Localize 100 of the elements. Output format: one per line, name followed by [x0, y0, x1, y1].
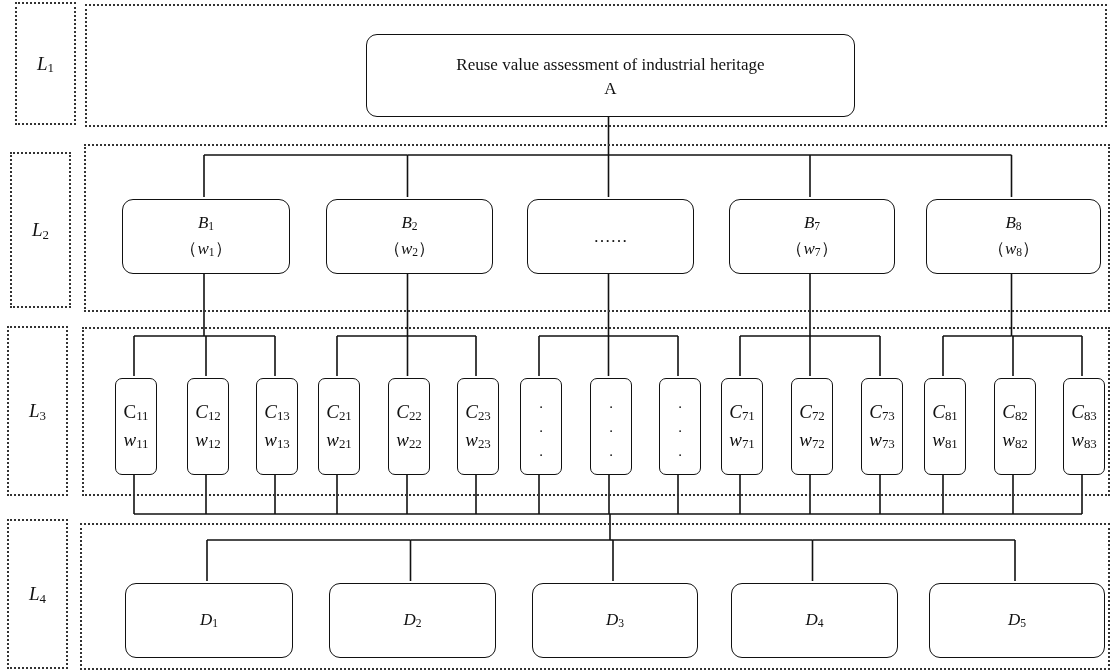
sub-criterion-text: C$_{72}$	[799, 399, 825, 426]
connector-line	[612, 539, 814, 541]
sub-criterion-text: w$_{82}$	[1002, 427, 1028, 454]
connector-line	[809, 335, 811, 377]
sub-criterion-text: w$_{72}$	[799, 427, 825, 454]
connector-line	[612, 539, 614, 582]
ellipsis-dots: . . .	[608, 393, 614, 461]
connector-line	[942, 335, 944, 377]
sub-criterion-box	[256, 378, 298, 475]
connector-line	[205, 513, 276, 515]
goal-text: A	[604, 78, 617, 100]
sub-criterion-box	[115, 378, 157, 475]
sub-criterion-text: w$_{12}$	[195, 427, 221, 454]
connector-line	[336, 335, 338, 377]
connector-line	[538, 335, 540, 377]
connector-line	[1010, 154, 1013, 198]
connector-line	[203, 154, 205, 198]
connector-line	[205, 335, 207, 377]
alternative-box	[731, 583, 898, 658]
connector-line	[206, 539, 208, 582]
sub-criterion-text: C$_{11}$	[123, 399, 149, 426]
layer-label: L$_{2}$	[32, 219, 49, 241]
criterion-text: （w$_{7}$）	[786, 237, 838, 261]
sub-criterion-text: C$_{13}$	[264, 399, 290, 426]
connector-line	[809, 154, 811, 198]
sub-criterion-box	[318, 378, 360, 475]
connector-line	[811, 539, 814, 582]
connector-line	[942, 513, 1014, 515]
connector-line	[609, 539, 614, 541]
connector-line	[203, 335, 207, 337]
sub-criterion-text: C$_{82}$	[1002, 399, 1028, 426]
alternative-box	[125, 583, 293, 658]
criterion-text: B$_{7}$	[803, 211, 821, 235]
layer-label-box	[10, 152, 71, 308]
connector-line	[203, 154, 409, 156]
ellipsis-dots: . . .	[677, 393, 683, 461]
connector-line	[809, 335, 881, 337]
connector-line	[274, 513, 338, 515]
connector-line	[406, 154, 409, 198]
sub-criterion-text: w$_{13}$	[264, 427, 290, 454]
connector-line	[739, 513, 811, 515]
criterion-text: （w$_{8}$）	[987, 237, 1040, 261]
connector-line	[607, 154, 610, 198]
connector-line	[538, 513, 610, 515]
sub-criterion-text: C$_{81}$	[932, 399, 958, 426]
connector-line	[336, 335, 409, 337]
layer-label-box	[7, 326, 68, 496]
connector-line	[475, 335, 477, 377]
sub-criterion-text: C$_{73}$	[869, 399, 895, 426]
sub-criterion-box	[187, 378, 229, 475]
connector-line	[609, 513, 611, 541]
sub-criterion-text: C$_{21}$	[326, 399, 352, 426]
sub-criterion-box	[590, 378, 632, 475]
layer-label: L$_{4}$	[29, 583, 46, 605]
sub-criterion-text: w$_{11}$	[123, 427, 149, 454]
layer-label: L$_{1}$	[37, 52, 54, 75]
sub-criterion-text: w$_{22}$	[396, 427, 422, 454]
connector-line	[205, 335, 276, 337]
connector-line	[1012, 513, 1083, 515]
connector-line	[336, 513, 408, 515]
layer-band	[82, 327, 1110, 496]
sub-criterion-text: C$_{71}$	[729, 399, 755, 426]
connector-line	[206, 539, 412, 541]
criterion-box	[527, 199, 694, 274]
connector-line	[677, 335, 679, 377]
connector-line	[809, 154, 1013, 156]
layer-band	[80, 523, 1110, 670]
alternative-label: D$_{5}$	[1007, 608, 1027, 632]
sub-criterion-text: w$_{23}$	[465, 427, 491, 454]
alternative-label: D$_{3}$	[605, 608, 625, 632]
sub-criterion-text: w$_{71}$	[729, 427, 755, 454]
connector-line	[406, 335, 409, 377]
goal-box	[366, 34, 855, 117]
criterion-text: （w$_{1}$）	[180, 237, 232, 261]
connector-line	[879, 513, 944, 515]
layer-band	[84, 144, 1110, 312]
alternative-box	[329, 583, 496, 658]
criterion-box	[326, 199, 493, 274]
sub-criterion-box	[861, 378, 903, 475]
alternative-label: D$_{4}$	[805, 608, 824, 632]
sub-criterion-box	[659, 378, 701, 475]
connector-line	[609, 513, 679, 515]
connector-line	[274, 335, 276, 377]
alternative-label: D$_{1}$	[199, 608, 219, 632]
sub-criterion-box	[520, 378, 562, 475]
sub-criterion-box	[388, 378, 430, 475]
sub-criterion-text: C$_{23}$	[465, 399, 491, 426]
connector-line	[739, 335, 811, 337]
sub-criterion-box	[457, 378, 499, 475]
connector-line	[677, 513, 741, 515]
layer-label-box	[15, 2, 76, 125]
connector-line	[133, 335, 135, 377]
connector-line	[809, 513, 881, 515]
goal-text: Reuse value assessment of industrial heritage	[456, 54, 765, 76]
connector-line	[406, 335, 477, 337]
alternative-box	[929, 583, 1105, 658]
sub-criterion-box	[1063, 378, 1105, 475]
connector-line	[1012, 335, 1014, 377]
connector-line	[406, 513, 477, 515]
connector-line	[1081, 335, 1083, 377]
